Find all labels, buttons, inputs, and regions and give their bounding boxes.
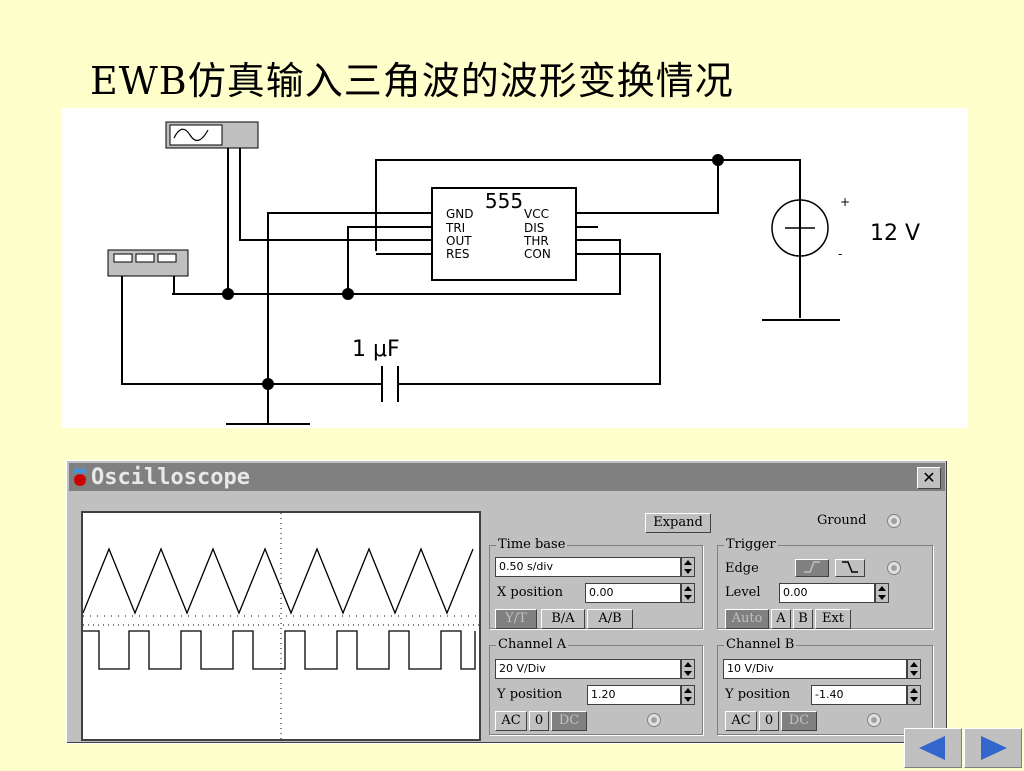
channel-b-scale[interactable]: 10 V/Div xyxy=(723,659,907,679)
oscilloscope-title: Oscilloscope xyxy=(91,465,250,490)
edge-rising-button[interactable] xyxy=(795,559,829,577)
level-spinner[interactable] xyxy=(875,583,889,603)
timebase-xpos-field[interactable]: 0.00 xyxy=(585,583,681,603)
square-wave-trace xyxy=(83,630,476,670)
channel-b-group: Channel B xyxy=(717,637,933,735)
trigger-terminal[interactable] xyxy=(887,561,901,575)
channel-a-dc-button[interactable]: DC xyxy=(551,711,587,731)
trigger-b-button[interactable]: B xyxy=(793,609,813,629)
channel-b-dc-button[interactable]: DC xyxy=(781,711,817,731)
channel-a-ypos-spinner[interactable] xyxy=(681,685,695,705)
mode-yt-button[interactable]: Y/T xyxy=(495,609,537,629)
ic-555-body xyxy=(431,187,577,281)
timebase-value[interactable]: 0.50 s/div xyxy=(495,557,681,577)
channel-a-ypos-label: Y position xyxy=(497,687,563,702)
falling-edge-icon xyxy=(842,561,858,573)
capacitor-label: 1 μF xyxy=(352,337,400,362)
timebase-xpos-spinner[interactable] xyxy=(681,583,695,603)
close-button[interactable]: ✕ xyxy=(917,467,941,489)
channel-a-ypos-field[interactable]: 1.20 xyxy=(587,685,681,705)
level-field[interactable]: 0.00 xyxy=(779,583,875,603)
channel-b-scale-spinner[interactable] xyxy=(907,659,921,679)
channel-a-zero-button[interactable]: 0 xyxy=(529,711,549,731)
triangle-wave-trace xyxy=(82,547,474,615)
oscilloscope-window: Oscilloscope ✕ Expand Ground Time base 0… xyxy=(66,460,948,744)
svg-text:THR: THR xyxy=(523,234,549,248)
channel-a-scale[interactable]: 20 V/Div xyxy=(495,659,681,679)
expand-button[interactable]: Expand xyxy=(645,513,711,533)
mode-ba-button[interactable]: B/A xyxy=(541,609,585,629)
rising-edge-icon xyxy=(804,561,820,573)
channel-a-scale-spinner[interactable] xyxy=(681,659,695,679)
triangle-left-icon xyxy=(919,736,945,760)
svg-text:DIS: DIS xyxy=(524,221,544,235)
trigger-ext-button[interactable]: Ext xyxy=(815,609,851,629)
chip-pins-left: GND TRI OUT RES xyxy=(445,207,474,261)
oscilloscope-app-icon xyxy=(73,467,87,486)
level-label: Level xyxy=(725,585,761,600)
svg-text:VCC: VCC xyxy=(524,207,549,221)
timebase-label: Time base xyxy=(496,537,568,552)
channel-a-terminal[interactable] xyxy=(647,713,661,727)
ground-label: Ground xyxy=(817,513,867,528)
edge-label: Edge xyxy=(725,561,759,576)
scope-screen xyxy=(81,511,481,741)
channel-b-terminal[interactable] xyxy=(867,713,881,727)
trigger-a-button[interactable]: A xyxy=(771,609,791,629)
prev-slide-button[interactable] xyxy=(904,728,962,768)
circuit-schematic: 555 GND TRI OUT RES VCC DIS THR CON 12 V… xyxy=(107,121,920,425)
channel-a-label: Channel A xyxy=(496,637,569,652)
circuit-diagram: 555 GND TRI OUT RES VCC DIS THR CON 12 V… xyxy=(62,108,968,428)
triangle-right-icon xyxy=(981,736,1007,760)
minus-sign: - xyxy=(838,247,842,261)
trigger-label: Trigger xyxy=(724,537,778,552)
slide-title: EWB仿真输入三角波的波形变换情况 xyxy=(90,59,734,103)
plus-sign: + xyxy=(840,195,850,209)
edge-falling-button[interactable] xyxy=(835,559,865,577)
chip-name: 555 xyxy=(485,189,523,213)
channel-a-ac-button[interactable]: AC xyxy=(495,711,527,731)
ground-terminal[interactable] xyxy=(887,514,901,528)
mode-ab-button[interactable]: A/B xyxy=(587,609,633,629)
svg-text:GND: GND xyxy=(446,207,474,221)
channel-a-group: Channel A xyxy=(489,637,703,735)
svg-text:OUT: OUT xyxy=(446,234,472,248)
svg-text:RES: RES xyxy=(446,247,470,261)
svg-text:TRI: TRI xyxy=(445,221,465,235)
channel-b-ac-button[interactable]: AC xyxy=(725,711,757,731)
timebase-spinner[interactable] xyxy=(681,557,695,577)
channel-b-zero-button[interactable]: 0 xyxy=(759,711,779,731)
oscilloscope-titlebar: Oscilloscope ✕ xyxy=(69,463,945,491)
channel-b-ypos-spinner[interactable] xyxy=(907,685,921,705)
chip-pins-right: VCC DIS THR CON xyxy=(523,207,551,261)
channel-b-label: Channel B xyxy=(724,637,797,652)
next-slide-button[interactable] xyxy=(964,728,1022,768)
junctions xyxy=(222,154,724,390)
channel-b-ypos-field[interactable]: -1.40 xyxy=(811,685,907,705)
channel-b-ypos-label: Y position xyxy=(725,687,791,702)
timebase-xpos-label: X position xyxy=(497,585,563,600)
trigger-auto-button[interactable]: Auto xyxy=(725,609,769,629)
svg-text:CON: CON xyxy=(524,247,551,261)
waveform-display xyxy=(82,513,479,739)
source-label: 12 V xyxy=(870,221,920,246)
